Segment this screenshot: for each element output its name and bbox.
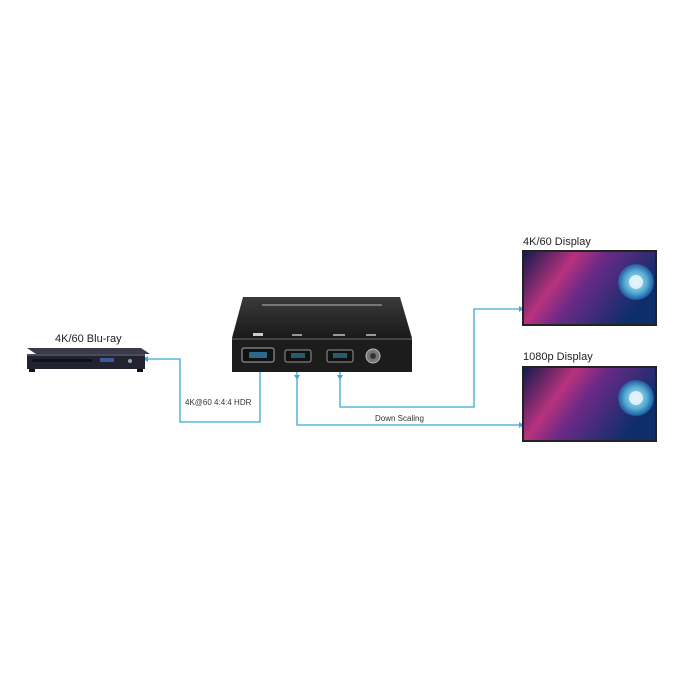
display-4k-icon bbox=[522, 250, 657, 326]
input-cable bbox=[147, 358, 261, 423]
arrow-to-display-4k bbox=[519, 306, 524, 312]
input-signal-label: 4K@60 4:4:4 HDR bbox=[185, 398, 252, 407]
cables bbox=[147, 308, 522, 426]
display-4k-label: 4K/60 Display bbox=[523, 236, 591, 248]
arrow-from-out1 bbox=[294, 375, 300, 380]
display-1080p-label: 1080p Display bbox=[523, 351, 593, 363]
downscale-label: Down Scaling bbox=[375, 414, 424, 423]
arrow-to-display-1080p bbox=[519, 422, 524, 428]
source-label: 4K/60 Blu-ray bbox=[55, 333, 122, 345]
output-1080p-cable bbox=[296, 368, 522, 426]
display-1080p-icon bbox=[522, 366, 657, 442]
bluray-player-icon bbox=[27, 348, 150, 372]
arrow-from-out2 bbox=[337, 375, 343, 380]
hdmi-splitter-icon bbox=[232, 297, 412, 372]
arrow-to-player bbox=[143, 356, 148, 362]
output-4k-cable bbox=[339, 308, 522, 408]
